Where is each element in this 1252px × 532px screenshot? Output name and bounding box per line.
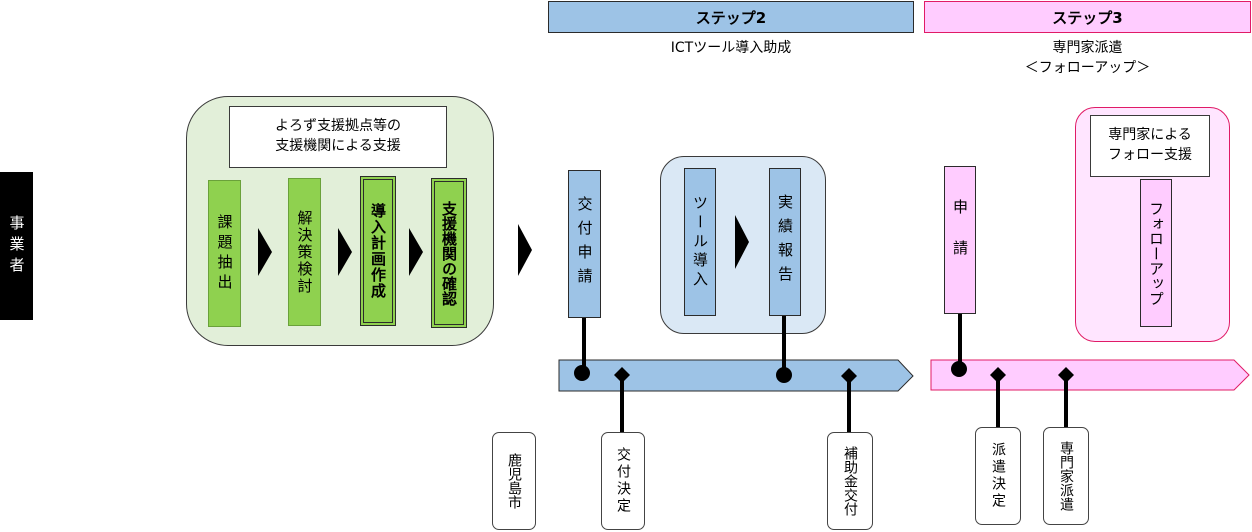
step3-timeline-arrow — [930, 359, 1250, 391]
expert-followup-title-line1: 専門家による — [1108, 127, 1192, 143]
timeline-diamond — [841, 368, 857, 384]
kagoshima-city-box: 鹿児島市 — [492, 432, 536, 530]
step3-subtitle: 専門家派遣 ＜フォローアップ＞ — [924, 38, 1251, 78]
timeline-diamond — [1058, 367, 1074, 383]
support-agency-title-line2: 支援機関による支援 — [275, 138, 401, 154]
step2-subtitle: ICTツール導入助成 — [670, 40, 792, 56]
timeline-dot — [951, 361, 967, 377]
tool-introduction-box: ツール導入 — [684, 168, 716, 316]
step-introduction-plan: 導入計画作成 — [360, 176, 396, 326]
step2-timeline-arrow — [558, 359, 914, 392]
dispatch-decision-box: 派遣決定 — [975, 427, 1021, 525]
performance-report-box: 実績報告 — [769, 168, 801, 316]
chevron-arrow-icon — [338, 228, 352, 276]
subsidy-payment-box: 補助金交付 — [827, 432, 873, 530]
timeline-diamond — [990, 367, 1006, 383]
follow-up-box: フォローアップ — [1140, 179, 1172, 327]
step-solution-review: 解決策検討 — [288, 178, 321, 326]
step2-header: ステップ2 — [548, 1, 914, 33]
timeline-dot — [776, 367, 792, 383]
chevron-arrow-icon — [735, 215, 749, 269]
expert-dispatch-box: 専門家派遣 — [1043, 427, 1089, 525]
step3-subtitle-line2: ＜フォローアップ＞ — [1024, 60, 1151, 76]
grant-application-box: 交付申請 — [568, 170, 601, 318]
grant-decision-box: 交付決定 — [601, 432, 645, 530]
step-issue-extraction: 課題抽出 — [208, 180, 241, 327]
chevron-arrow-icon — [409, 228, 423, 276]
expert-followup-title: 専門家による フォロー支援 — [1090, 115, 1210, 177]
timeline-dot — [574, 365, 590, 381]
step3-header: ステップ3 — [924, 1, 1251, 33]
expert-followup-title-line2: フォロー支援 — [1108, 147, 1192, 163]
timeline-diamond — [614, 367, 630, 383]
step3-subtitle-line1: 専門家派遣 — [1052, 40, 1123, 56]
dispatch-application-box: 申請 — [944, 166, 976, 314]
step-agency-confirmation: 支援機関の確認 — [431, 178, 467, 328]
business-operator-label: 事業者 — [0, 172, 33, 320]
chevron-arrow-icon — [258, 228, 272, 276]
support-agency-title-line1: よろず支援拠点等の — [275, 118, 401, 134]
chevron-arrow-icon — [518, 224, 532, 276]
support-agency-title: よろず支援拠点等の 支援機関による支援 — [229, 106, 447, 168]
